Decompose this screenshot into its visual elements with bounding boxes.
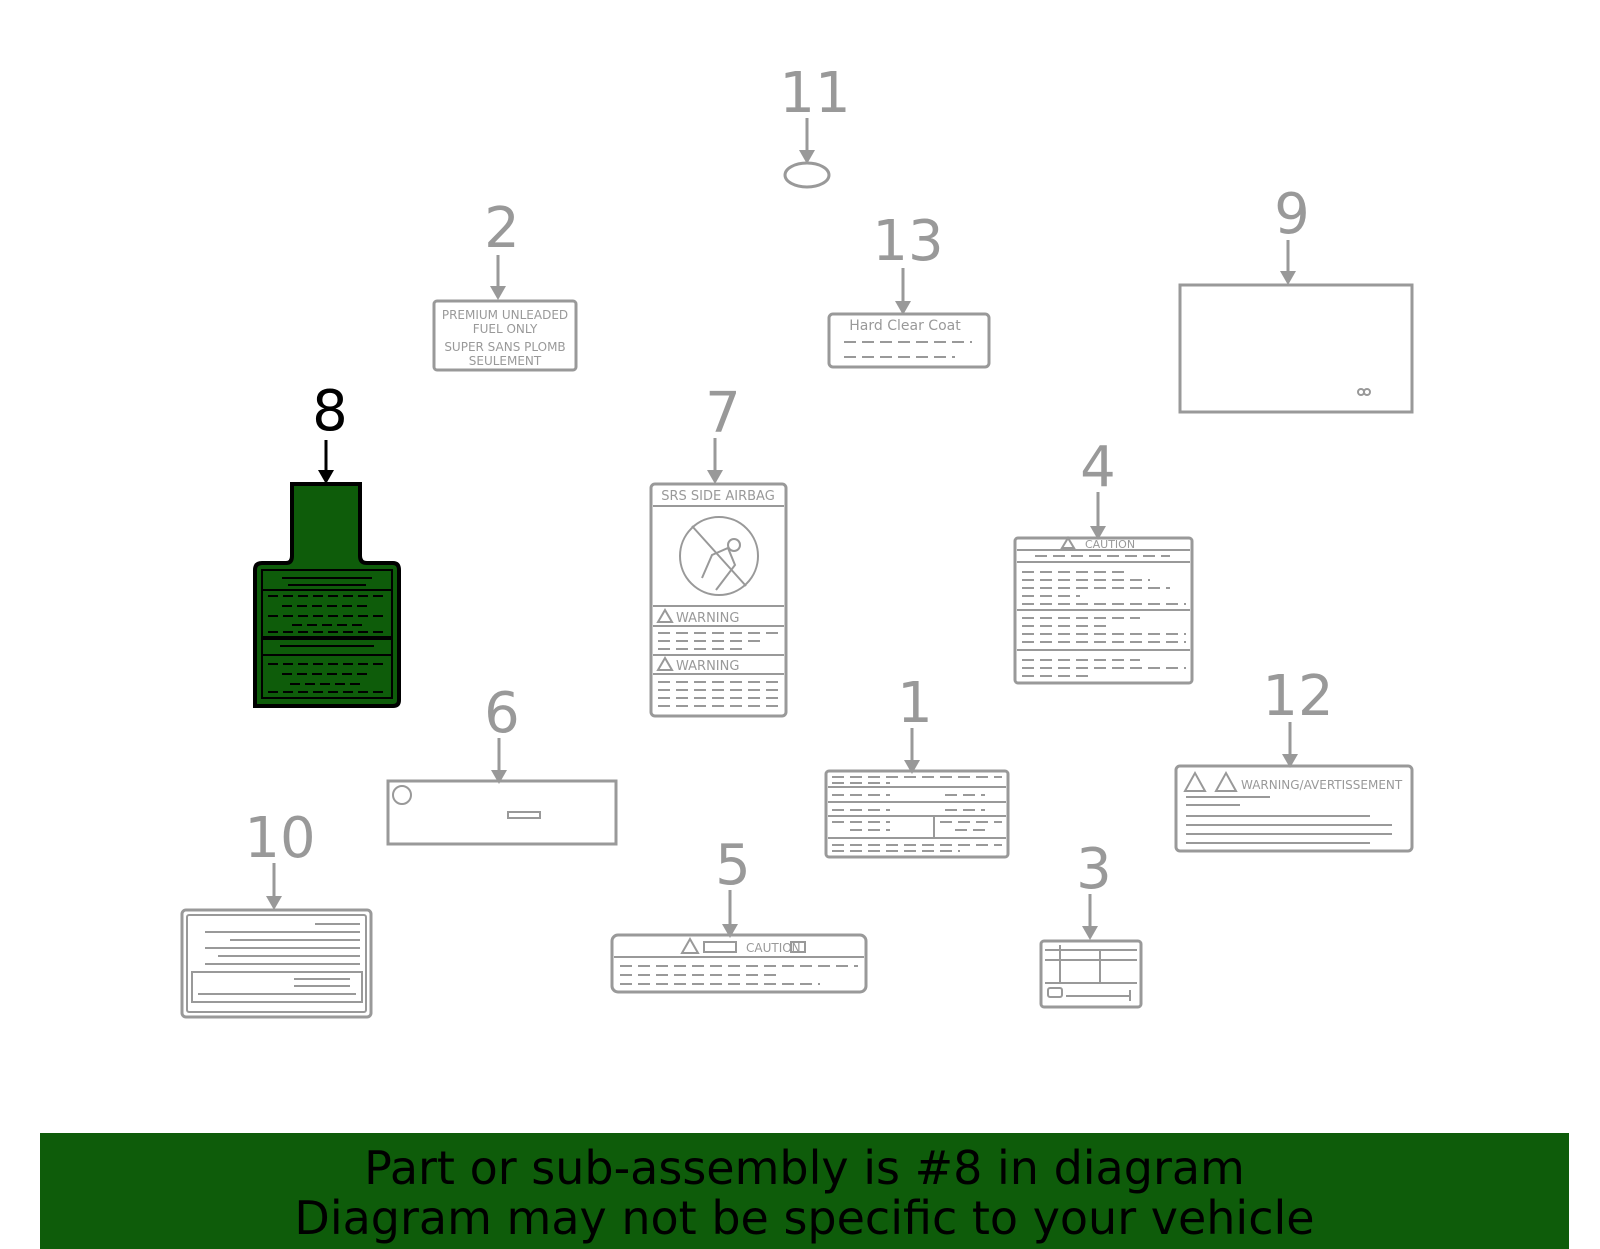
part-8-group[interactable]: 8: [253, 379, 401, 708]
part-5-caution-label[interactable]: [610, 933, 868, 994]
banner-line-2: Diagram may not be specific to your vehi…: [294, 1191, 1315, 1245]
part-11-group[interactable]: 11: [779, 61, 851, 189]
callout-13[interactable]: 13: [872, 209, 943, 274]
callout-12[interactable]: 12: [1262, 664, 1333, 729]
part-13-clear-coat-label[interactable]: [827, 312, 991, 369]
callout-6[interactable]: 6: [484, 681, 520, 746]
part-7-warning-1: WARNING: [676, 611, 739, 626]
part-4-text: CAUTION: [1085, 538, 1135, 551]
part-12-warning-label[interactable]: [1174, 764, 1414, 853]
part-11-plug[interactable]: [783, 161, 831, 189]
part-10-label[interactable]: [180, 908, 373, 1019]
part-2-fuel-label[interactable]: [432, 299, 578, 372]
part-2-line2: FUEL ONLY: [473, 322, 538, 336]
part-10-group[interactable]: 10: [180, 806, 373, 1019]
part-3-label[interactable]: [1039, 939, 1143, 1009]
callout-3[interactable]: 3: [1076, 837, 1112, 902]
callout-9[interactable]: 9: [1274, 182, 1310, 247]
highlight-banner: Part or sub-assembly is #8 in diagram Di…: [40, 1133, 1569, 1249]
part-4-caution-label[interactable]: [1013, 536, 1194, 685]
part-7-airbag-label[interactable]: [649, 482, 788, 718]
callout-1[interactable]: 1: [897, 671, 933, 736]
part-5-group[interactable]: 5 CAUTION: [610, 833, 868, 994]
part-7-warning-2: WARNING: [676, 659, 739, 674]
callout-8[interactable]: 8: [312, 379, 348, 444]
banner-line-1: Part or sub-assembly is #8 in diagram: [364, 1141, 1245, 1195]
part-2-line3: SUPER SANS PLOMB: [444, 340, 565, 354]
callout-2[interactable]: 2: [484, 196, 520, 261]
part-3-group[interactable]: 3: [1039, 837, 1143, 1009]
part-9-group[interactable]: 9: [1178, 182, 1414, 414]
part-7-title: SRS SIDE AIRBAG: [661, 489, 775, 504]
part-1-group[interactable]: 1: [824, 671, 1010, 859]
part-12-text: WARNING/AVERTISSEMENT: [1241, 778, 1403, 792]
callout-4[interactable]: 4: [1080, 435, 1116, 500]
part-13-group[interactable]: 13 Hard Clear Coat: [827, 209, 991, 369]
part-2-group[interactable]: 2 PREMIUM UNLEADED FUEL ONLY SUPER SANS …: [432, 196, 578, 372]
part-6-label[interactable]: [386, 779, 618, 846]
part-1-label[interactable]: [824, 769, 1010, 859]
part-12-group[interactable]: 12 WARNING/AVERTISSEMENT: [1174, 664, 1414, 853]
part-13-text: Hard Clear Coat: [849, 318, 961, 334]
part-2-line1: PREMIUM UNLEADED: [442, 308, 568, 322]
part-5-text: CAUTION: [746, 941, 801, 955]
callout-10[interactable]: 10: [244, 806, 315, 871]
part-2-line4: SEULEMENT: [469, 354, 542, 368]
part-4-group[interactable]: 4 CAUTION: [1013, 435, 1194, 685]
part-8-label[interactable]: [253, 482, 401, 708]
callout-11[interactable]: 11: [779, 61, 850, 126]
part-9-label[interactable]: [1178, 283, 1414, 414]
callout-7[interactable]: 7: [705, 381, 741, 446]
part-7-group[interactable]: 7 SRS SIDE AIRBAG WARNING WARNING: [649, 381, 788, 718]
part-6-group[interactable]: 6: [386, 681, 618, 846]
callout-5[interactable]: 5: [715, 833, 751, 898]
